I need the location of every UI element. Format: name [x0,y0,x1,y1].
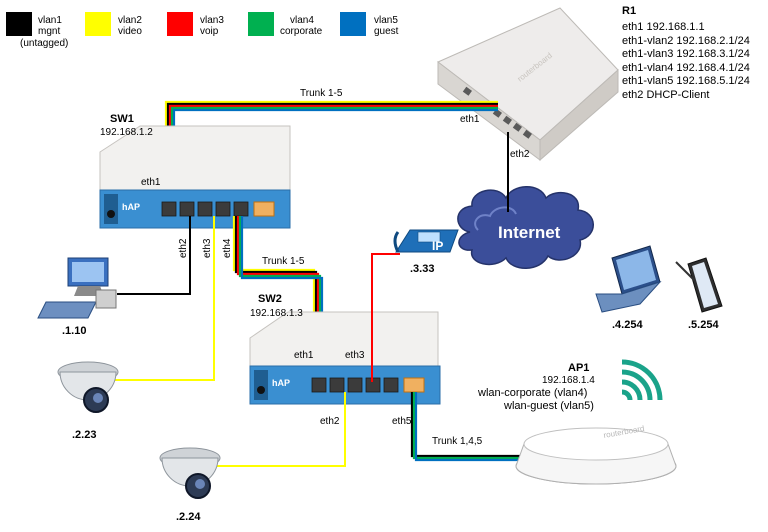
legend-vlan1-desc: mgnt [38,26,60,37]
sw2-title: SW2 [258,293,282,305]
link-sw2-cam2 [216,392,346,467]
link-trunk-sw2-ap1 [410,392,530,462]
sw2-eth5-label: eth5 [392,416,412,427]
r1-title: R1 [622,5,636,17]
legend-swatch-vlan4 [248,12,274,36]
wifi-signal-icon [621,359,663,401]
pc-icon [37,257,117,319]
ap1-title: AP1 [568,362,589,374]
ap1-ssid-guest: wlan-guest (vlan5) [503,400,594,412]
legend-swatch-vlan5 [340,12,366,36]
laptop-addr: .4.254 [612,319,643,331]
legend-swatch-vlan2 [85,12,111,36]
legend-vlan1-note: (untagged) [20,38,68,49]
legend-vlan5-name: vlan5 [374,15,398,26]
ip-phone-text: IP [432,239,443,253]
legend-vlan5-desc: guest [374,26,399,37]
legend-swatch-vlan1 [6,12,32,36]
legend-vlan2-desc: video [118,26,142,37]
ip-phone-addr: .3.33 [410,263,434,275]
link-sw2-phone [371,253,400,382]
legend-vlan3-name: vlan3 [200,15,224,26]
link-sw1-cam1 [112,216,215,381]
legend-vlan3-desc: voip [200,26,219,37]
sw1-title: SW1 [110,113,134,125]
sw1-eth4-label: eth4 [222,238,233,258]
trunk-sw2-ap1-label: Trunk 1,4,5 [432,436,483,447]
internet-label: Internet [498,223,561,242]
r1-eth2-label: eth2 [510,149,530,160]
sw1-eth2-label: eth2 [178,238,189,258]
legend-vlan4-name: vlan4 [290,15,314,26]
sw2-eth1-label: eth1 [294,350,314,361]
r1-config-line: eth1 192.168.1.1 [622,21,705,33]
r1-config-line: eth2 DHCP-Client [622,89,709,101]
camera-2-icon [159,447,221,499]
r1-router: routerboard [437,7,619,162]
internet-cloud: Internet [457,186,594,269]
r1-config-line: eth1-vlan4 192.168.4.1/24 [622,62,750,74]
sw2-ip: 192.168.1.3 [250,308,303,319]
sw2-eth2-label: eth2 [320,416,340,427]
r1-config-line: eth1-vlan2 192.168.2.1/24 [622,35,750,47]
r1-config: eth1 192.168.1.1 eth1-vlan2 192.168.2.1/… [622,21,750,101]
tablet-icon [675,257,723,313]
link-sw1-pc [117,216,191,295]
ap1-ssid-corporate: wlan-corporate (vlan4) [477,387,587,399]
sw1-brand: hAP [122,202,140,212]
sw2-switch: hAP [249,311,441,405]
pc-addr: .1.10 [62,325,86,337]
sw2-eth3-label: eth3 [345,350,365,361]
sw1-eth3-label: eth3 [202,238,213,258]
camera-1-addr: .2.23 [72,429,96,441]
sw1-eth1-label: eth1 [141,177,161,188]
sw1-switch: hAP [99,125,291,229]
sw1-ip: 192.168.1.2 [100,127,153,138]
r1-config-line: eth1-vlan5 192.168.5.1/24 [622,75,750,87]
trunk-sw1-sw2-label: Trunk 1-5 [262,256,305,267]
camera-2-addr: .2.24 [176,511,201,523]
legend: vlan1 mgnt (untagged) vlan2 video vlan3 … [6,12,399,49]
legend-swatch-vlan3 [167,12,193,36]
camera-1-icon [57,361,119,413]
r1-config-line: eth1-vlan3 192.168.3.1/24 [622,48,750,60]
laptop-icon [595,245,662,313]
ip-phone-icon: IP [393,229,459,253]
ap1-ip: 192.168.1.4 [542,375,595,386]
ap1-device: routerboard [515,424,677,485]
r1-eth1-label: eth1 [460,114,480,125]
tablet-addr: .5.254 [688,319,719,331]
legend-vlan2-name: vlan2 [118,15,142,26]
trunk-r1-sw1-label: Trunk 1-5 [300,88,343,99]
sw2-brand: hAP [272,378,290,388]
legend-vlan4-desc: corporate [280,26,323,37]
legend-vlan1-name: vlan1 [38,15,62,26]
